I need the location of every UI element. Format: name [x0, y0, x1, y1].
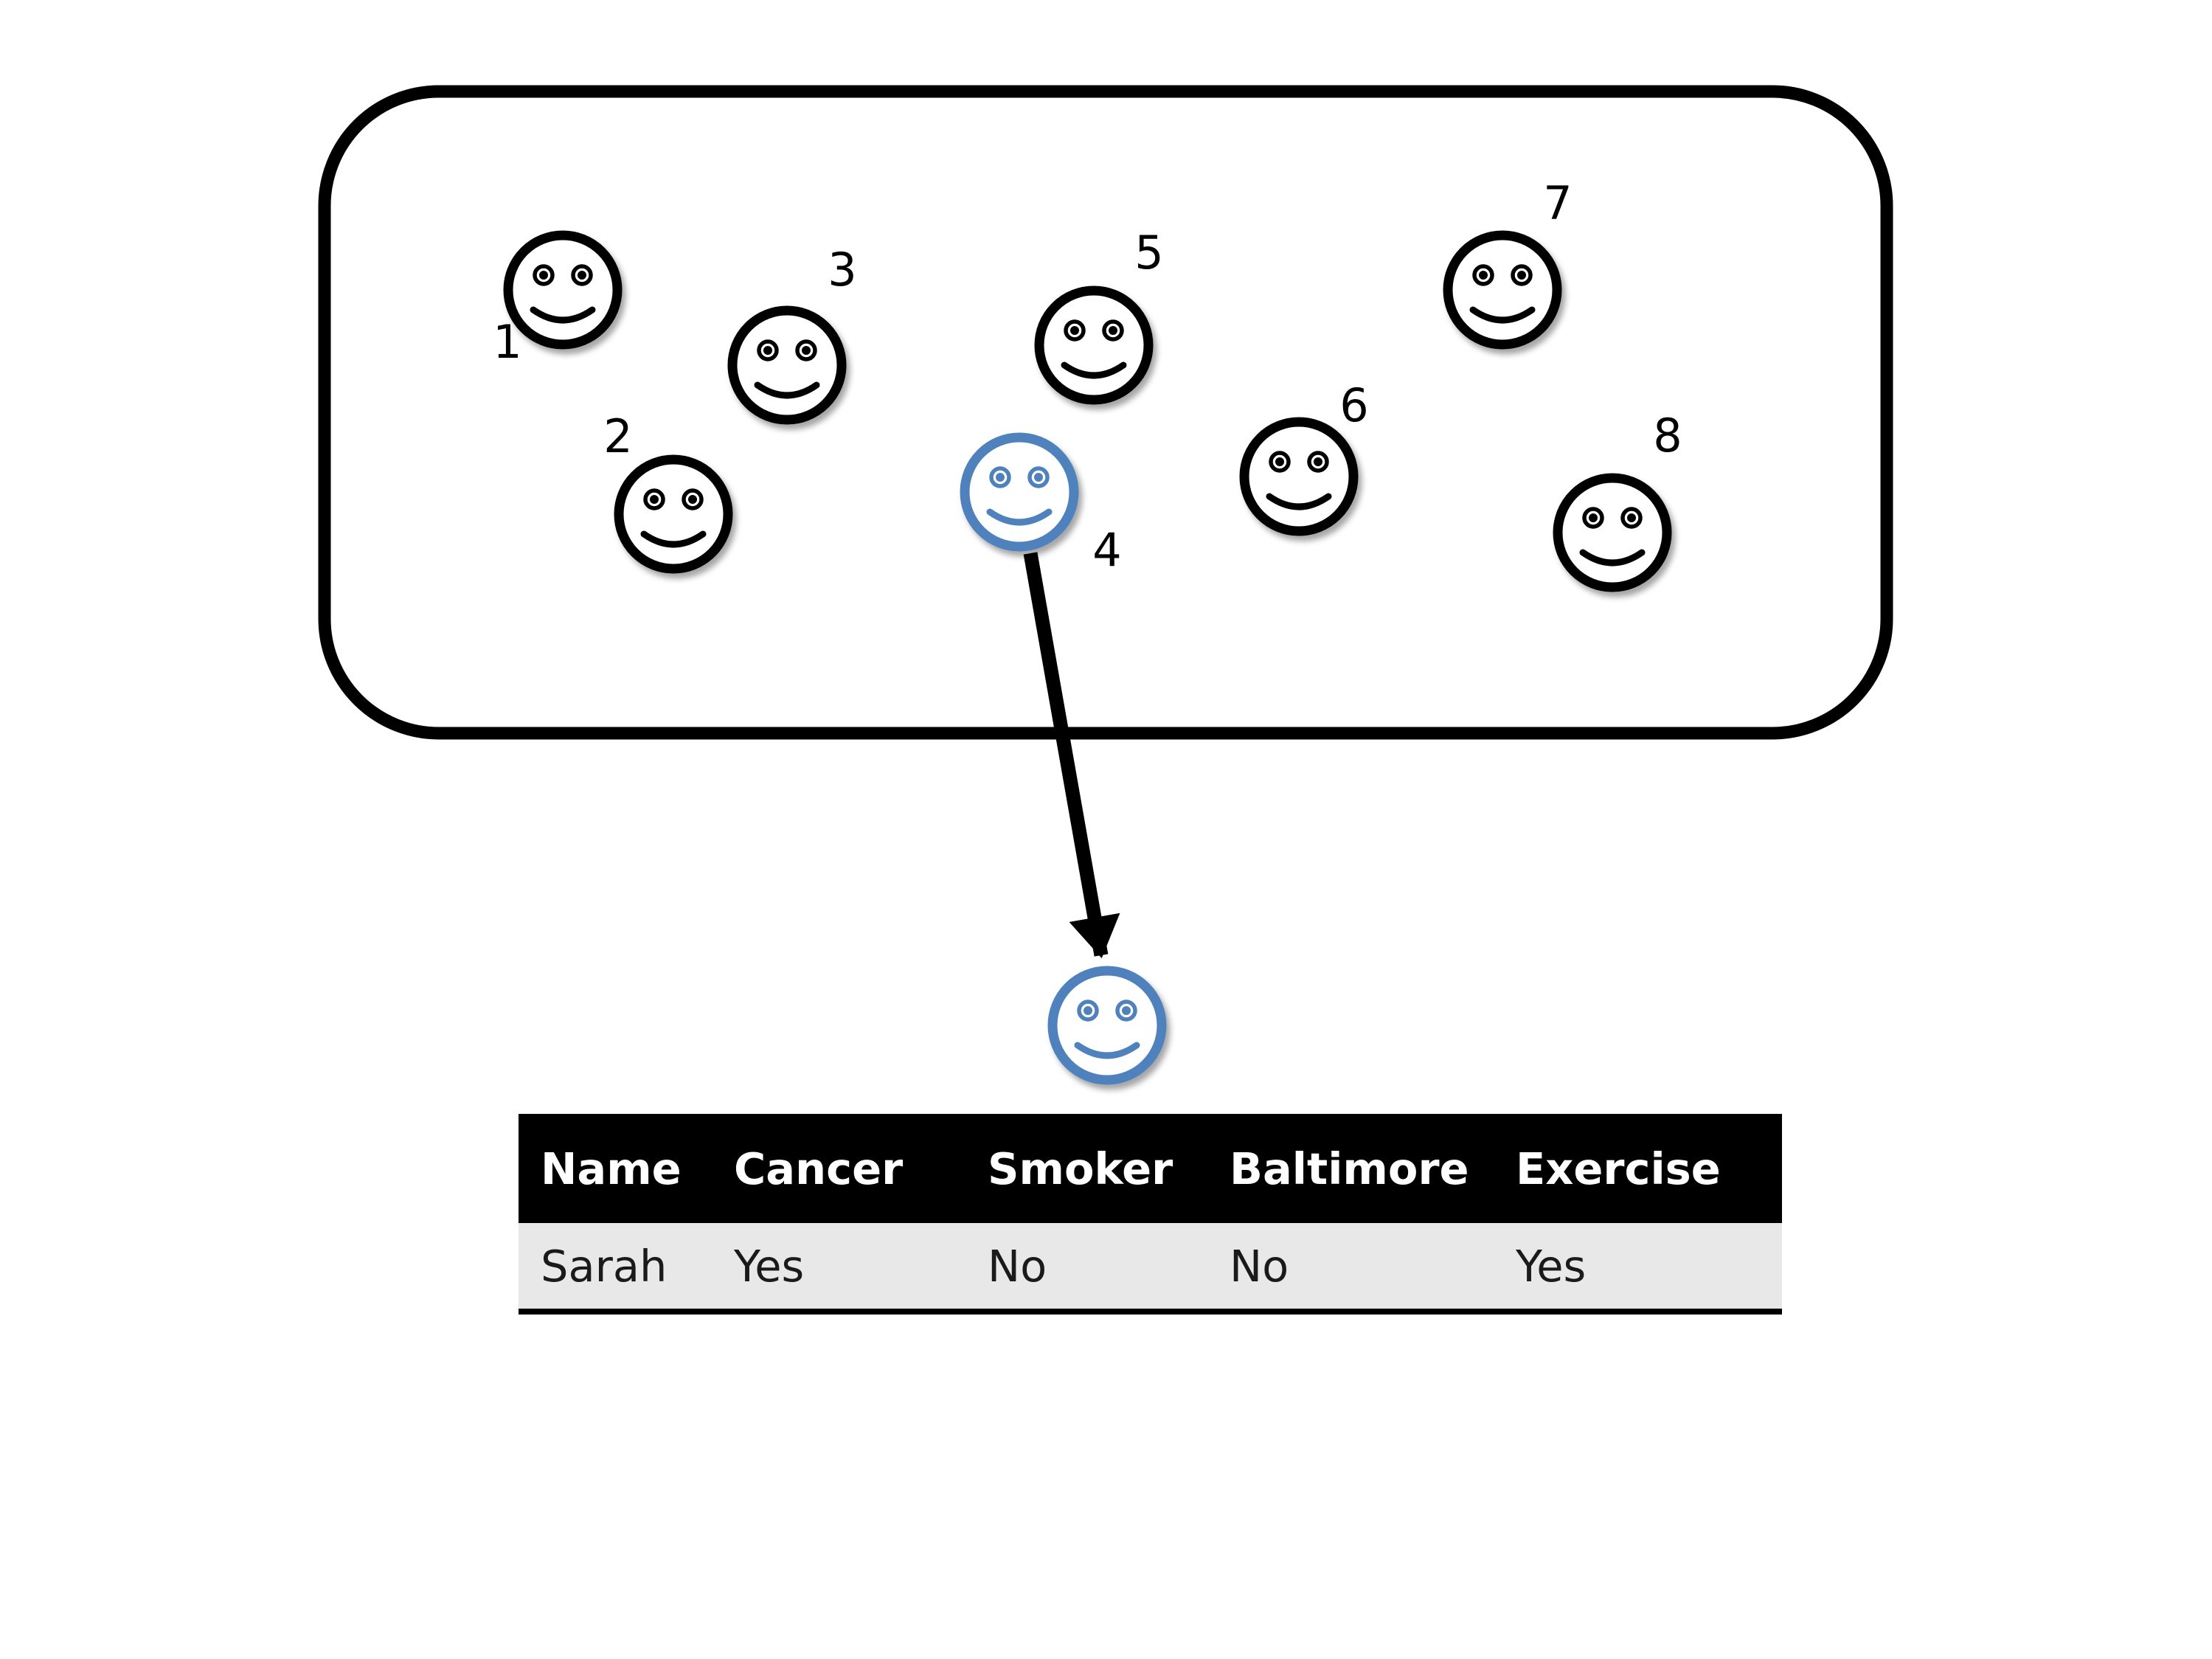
- person-6-label: 6: [1339, 378, 1368, 432]
- face-eye: [533, 264, 555, 286]
- face-smile: [1579, 549, 1646, 567]
- face-pupil: [1589, 513, 1598, 522]
- person-7-smiley-icon: [1443, 230, 1562, 350]
- face-eye: [1027, 466, 1050, 488]
- face-pupil: [1122, 1006, 1131, 1015]
- cell-exercise: Yes: [1516, 1240, 1587, 1292]
- face-smile: [1266, 493, 1332, 510]
- face-eye: [571, 264, 593, 286]
- column-header-name: Name: [541, 1143, 682, 1194]
- person-2-smiley-icon: [614, 454, 733, 574]
- person-3-smiley-icon: [727, 305, 847, 425]
- face-outline: [1034, 285, 1154, 405]
- face-pupil: [763, 346, 772, 355]
- face-eye: [795, 339, 817, 361]
- person-1-label: 1: [493, 315, 521, 369]
- face-eye: [1620, 507, 1643, 529]
- record-table: Name Cancer Smoker Baltimore Exercise Sa…: [519, 1114, 1782, 1315]
- person-3-label: 3: [828, 243, 856, 297]
- cell-baltimore: No: [1230, 1240, 1289, 1292]
- person-4-smiley-icon: [960, 432, 1079, 552]
- population-box: [318, 85, 1893, 740]
- column-header-baltimore: Baltimore: [1230, 1143, 1469, 1194]
- person-7-label: 7: [1543, 176, 1572, 230]
- cell-cancer: Yes: [734, 1240, 805, 1292]
- face-outline: [727, 305, 847, 425]
- cell-smoker: No: [988, 1240, 1047, 1292]
- person-5-smiley-icon: [1034, 285, 1154, 405]
- face-eye: [757, 339, 779, 361]
- selected-person-smiley-icon: [1047, 966, 1167, 1085]
- face-eye: [989, 466, 1011, 488]
- face-pupil: [1084, 1006, 1092, 1015]
- face-outline: [1443, 230, 1562, 350]
- face-pupil: [1517, 271, 1526, 280]
- face-outline: [614, 454, 733, 574]
- face-pupil: [1070, 326, 1079, 335]
- face-pupil: [1314, 457, 1322, 466]
- face-eye: [1064, 319, 1086, 342]
- selection-arrow: [1023, 552, 1120, 958]
- face-pupil: [1034, 473, 1043, 482]
- face-pupil: [1479, 271, 1488, 280]
- person-4-label: 4: [1092, 523, 1121, 577]
- cell-name: Sarah: [541, 1240, 668, 1292]
- face-outline: [1239, 417, 1359, 536]
- person-5-label: 5: [1134, 226, 1163, 280]
- face-outline: [1553, 473, 1672, 592]
- face-pupil: [539, 271, 548, 280]
- column-header-cancer: Cancer: [734, 1143, 904, 1194]
- face-eye: [1102, 319, 1124, 342]
- face-eye: [1269, 451, 1291, 473]
- face-smile: [1074, 1042, 1140, 1059]
- table-row: Sarah Yes No No Yes: [519, 1223, 1782, 1312]
- face-outline: [960, 432, 1079, 552]
- face-smile: [754, 381, 820, 399]
- face-smile: [530, 306, 596, 324]
- person-6-smiley-icon: [1239, 417, 1359, 536]
- column-header-smoker: Smoker: [988, 1143, 1173, 1194]
- face-smile: [1469, 306, 1536, 324]
- person-1-smiley-icon: [503, 230, 623, 350]
- face-eye: [1115, 1000, 1137, 1022]
- face-pupil: [1627, 513, 1636, 522]
- face-pupil: [802, 346, 811, 355]
- person-2-label: 2: [603, 409, 632, 463]
- face-eye: [682, 488, 704, 510]
- face-eye: [1582, 507, 1604, 529]
- table-header-row: Name Cancer Smoker Baltimore Exercise: [519, 1114, 1782, 1223]
- face-pupil: [578, 271, 586, 280]
- face-eye: [1077, 1000, 1099, 1022]
- face-eye: [1472, 264, 1494, 286]
- face-smile: [986, 508, 1053, 526]
- column-header-exercise: Exercise: [1516, 1143, 1721, 1194]
- face-eye: [1307, 451, 1329, 473]
- face-pupil: [650, 495, 659, 504]
- face-smile: [640, 530, 707, 548]
- face-eye: [643, 488, 665, 510]
- face-pupil: [1109, 326, 1117, 335]
- face-outline: [503, 230, 623, 350]
- face-pupil: [1275, 457, 1284, 466]
- person-8-smiley-icon: [1553, 473, 1672, 592]
- face-outline: [1047, 966, 1167, 1085]
- face-pupil: [996, 473, 1005, 482]
- face-pupil: [688, 495, 697, 504]
- face-eye: [1511, 264, 1533, 286]
- person-8-label: 8: [1653, 409, 1682, 463]
- face-smile: [1061, 361, 1127, 379]
